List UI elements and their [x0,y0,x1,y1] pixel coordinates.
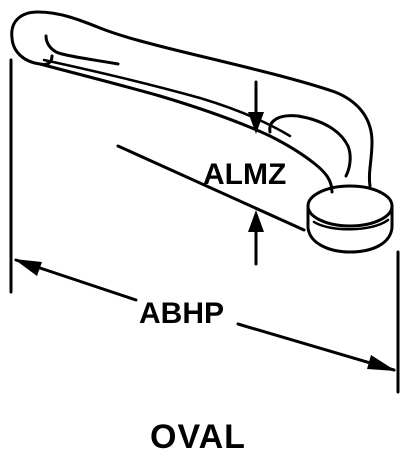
handle-bend-recess [268,114,352,178]
offset-reference-line [116,144,306,232]
offset-arrowhead-bottom [248,210,264,232]
height-offset-dimension: ALMZ [116,80,306,266]
offset-handle-part [10,10,394,254]
dimension-line-right-segment [236,322,396,372]
oval-boss-rim [312,218,390,231]
shape-caption: OVAL [150,418,246,456]
height-offset-label: ALMZ [203,158,286,191]
arrowhead-left [14,259,42,276]
overall-length-label: ABHP [139,297,224,330]
arrowhead-right [367,355,396,371]
oval-boss-side [306,204,394,254]
offset-arrowhead-top [248,112,264,134]
handle-arm-bottom [38,62,334,194]
handle-grip-inner [44,34,120,66]
handle-grip-end [10,10,54,66]
handle-arm-bevel [42,58,292,138]
overall-length-dimension: ABHP [9,58,400,394]
oval-boss-top [306,184,394,228]
handle-arm-top [36,10,374,188]
